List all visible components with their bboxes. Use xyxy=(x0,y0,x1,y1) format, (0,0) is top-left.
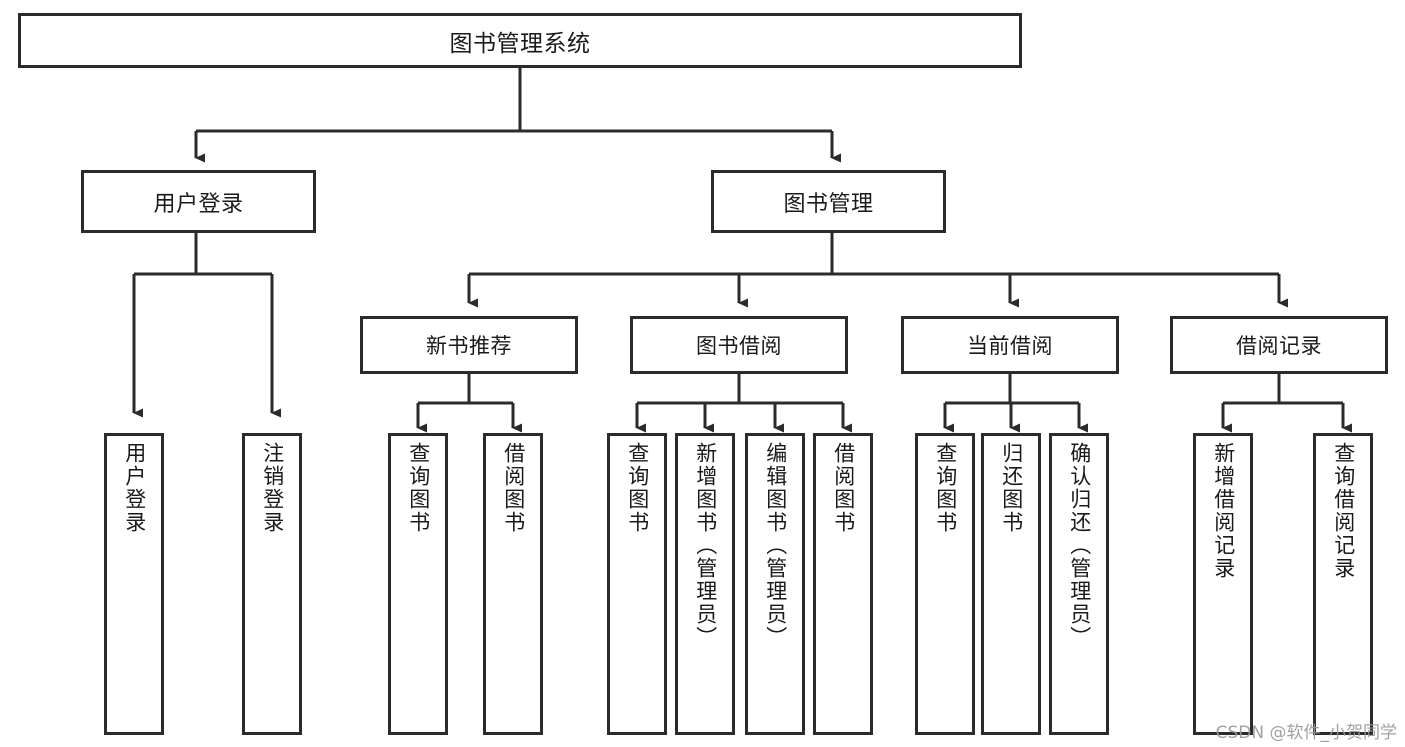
node-label: 借阅记录 xyxy=(1236,334,1322,358)
node-label: 查询图书 xyxy=(933,442,958,534)
node-leaf-borrow-book-1[interactable]: 借阅图书 xyxy=(483,433,543,735)
node-label: 归还图书 xyxy=(999,442,1024,534)
node-label: 查询图书 xyxy=(625,442,650,534)
node-leaf-user-login[interactable]: 用户登录 xyxy=(104,433,164,735)
node-leaf-query-book-2[interactable]: 查询图书 xyxy=(607,433,667,735)
node-leaf-confirm-return[interactable]: 确认归还（管理员） xyxy=(1049,433,1109,735)
node-user-login[interactable]: 用户登录 xyxy=(81,170,316,233)
node-leaf-query-book-1[interactable]: 查询图书 xyxy=(388,433,448,735)
node-leaf-borrow-book-2[interactable]: 借阅图书 xyxy=(813,433,873,735)
node-book-borrow[interactable]: 图书借阅 xyxy=(630,316,848,374)
node-leaf-query-book-3[interactable]: 查询图书 xyxy=(915,433,975,735)
node-label: 图书管理 xyxy=(783,191,874,217)
node-current-borrow[interactable]: 当前借阅 xyxy=(901,316,1119,374)
node-leaf-query-record[interactable]: 查询借阅记录 xyxy=(1313,433,1373,735)
node-label: 用户登录 xyxy=(153,191,244,217)
node-label: 图书借阅 xyxy=(696,334,782,358)
node-label: 当前借阅 xyxy=(967,334,1053,358)
node-label: 借阅图书 xyxy=(831,442,856,534)
node-book-management-system[interactable]: 图书管理系统 xyxy=(18,13,1022,68)
node-leaf-add-book[interactable]: 新增图书（管理员） xyxy=(675,433,735,735)
node-label: 新增图书（管理员） xyxy=(693,442,718,649)
node-label: 借阅图书 xyxy=(501,442,526,534)
node-label: 编辑图书（管理员） xyxy=(763,442,788,649)
node-leaf-edit-book[interactable]: 编辑图书（管理员） xyxy=(745,433,805,735)
node-label: 注销登录 xyxy=(260,442,285,534)
node-leaf-return-book[interactable]: 归还图书 xyxy=(981,433,1041,735)
node-new-book-recommend[interactable]: 新书推荐 xyxy=(360,316,578,374)
node-borrow-record[interactable]: 借阅记录 xyxy=(1170,316,1388,374)
node-book-management[interactable]: 图书管理 xyxy=(711,170,946,233)
node-leaf-logout-login[interactable]: 注销登录 xyxy=(242,433,302,735)
node-label: 用户登录 xyxy=(122,442,147,534)
watermark-text: CSDN @软件_小贺同学 xyxy=(1215,723,1397,743)
node-label: 图书管理系统 xyxy=(449,30,591,57)
node-label: 查询图书 xyxy=(406,442,431,534)
node-label: 新增借阅记录 xyxy=(1211,442,1236,580)
node-leaf-add-record[interactable]: 新增借阅记录 xyxy=(1193,433,1253,735)
node-label: 查询借阅记录 xyxy=(1331,442,1356,580)
node-label: 确认归还（管理员） xyxy=(1067,442,1092,649)
node-label: 新书推荐 xyxy=(426,334,512,358)
